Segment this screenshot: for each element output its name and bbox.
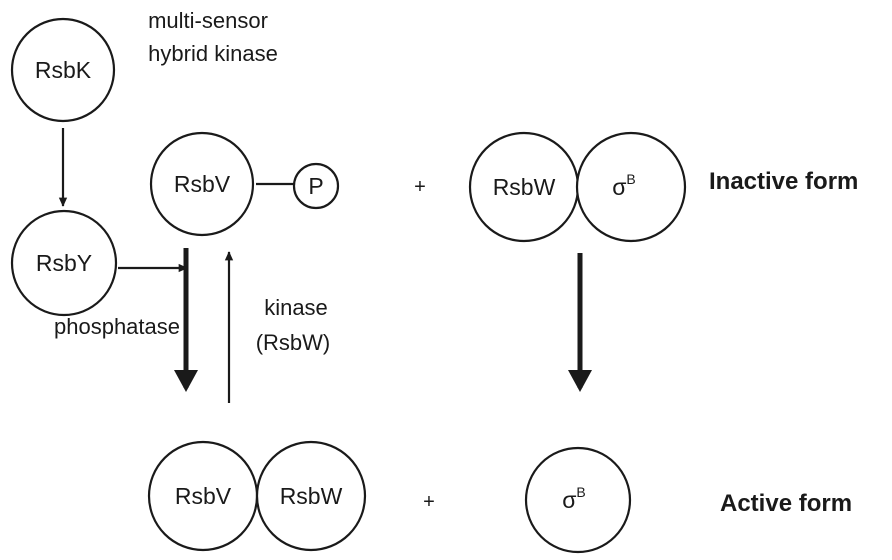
phosphate-circle (292, 162, 340, 210)
plus-sign-bottom: + (423, 491, 435, 513)
rsbv-top-circle (149, 131, 255, 237)
rsbv-bottom-label: RsbV (175, 483, 232, 509)
rsbw-sigmab-complex: RsbW σB (468, 131, 687, 243)
sigmab-top-label: σB (612, 171, 636, 200)
rsbv-phosphorylated-complex: RsbV P (149, 131, 340, 237)
rsby-label: RsbY (36, 250, 92, 276)
rsbv-top-label: RsbV (174, 171, 231, 197)
sigmab-top-circle (575, 131, 687, 243)
active-form-label: Active form (720, 490, 852, 517)
phosphate-label: P (308, 173, 323, 199)
rsbw-bottom-circle (255, 440, 367, 552)
rsbv-rsbw-complex: RsbV RsbW (147, 440, 367, 552)
rsbk-description-line2: hybrid kinase (148, 41, 278, 66)
rsbk-circle (10, 17, 116, 123)
kinase-label-line1: kinase (264, 295, 328, 320)
rsby-circle (10, 209, 118, 317)
rsbk-label: RsbK (35, 57, 92, 83)
free-sigmab: σB (524, 446, 632, 554)
plus-sign-top: + (414, 176, 426, 198)
rsbk-description-line1: multi-sensor (148, 8, 268, 33)
rsbw-bottom-label: RsbW (280, 483, 343, 509)
inactive-form-label: Inactive form (709, 168, 858, 195)
sigmab-bottom-circle (524, 446, 632, 554)
rsbw-top-label: RsbW (493, 174, 556, 200)
rsby-node: RsbY (10, 209, 118, 317)
rsbk-node: RsbK (10, 17, 116, 123)
kinase-label-line2: (RsbW) (256, 330, 331, 355)
rsby-role-label: phosphatase (54, 314, 180, 339)
sigmab-bottom-label: σB (562, 484, 586, 513)
